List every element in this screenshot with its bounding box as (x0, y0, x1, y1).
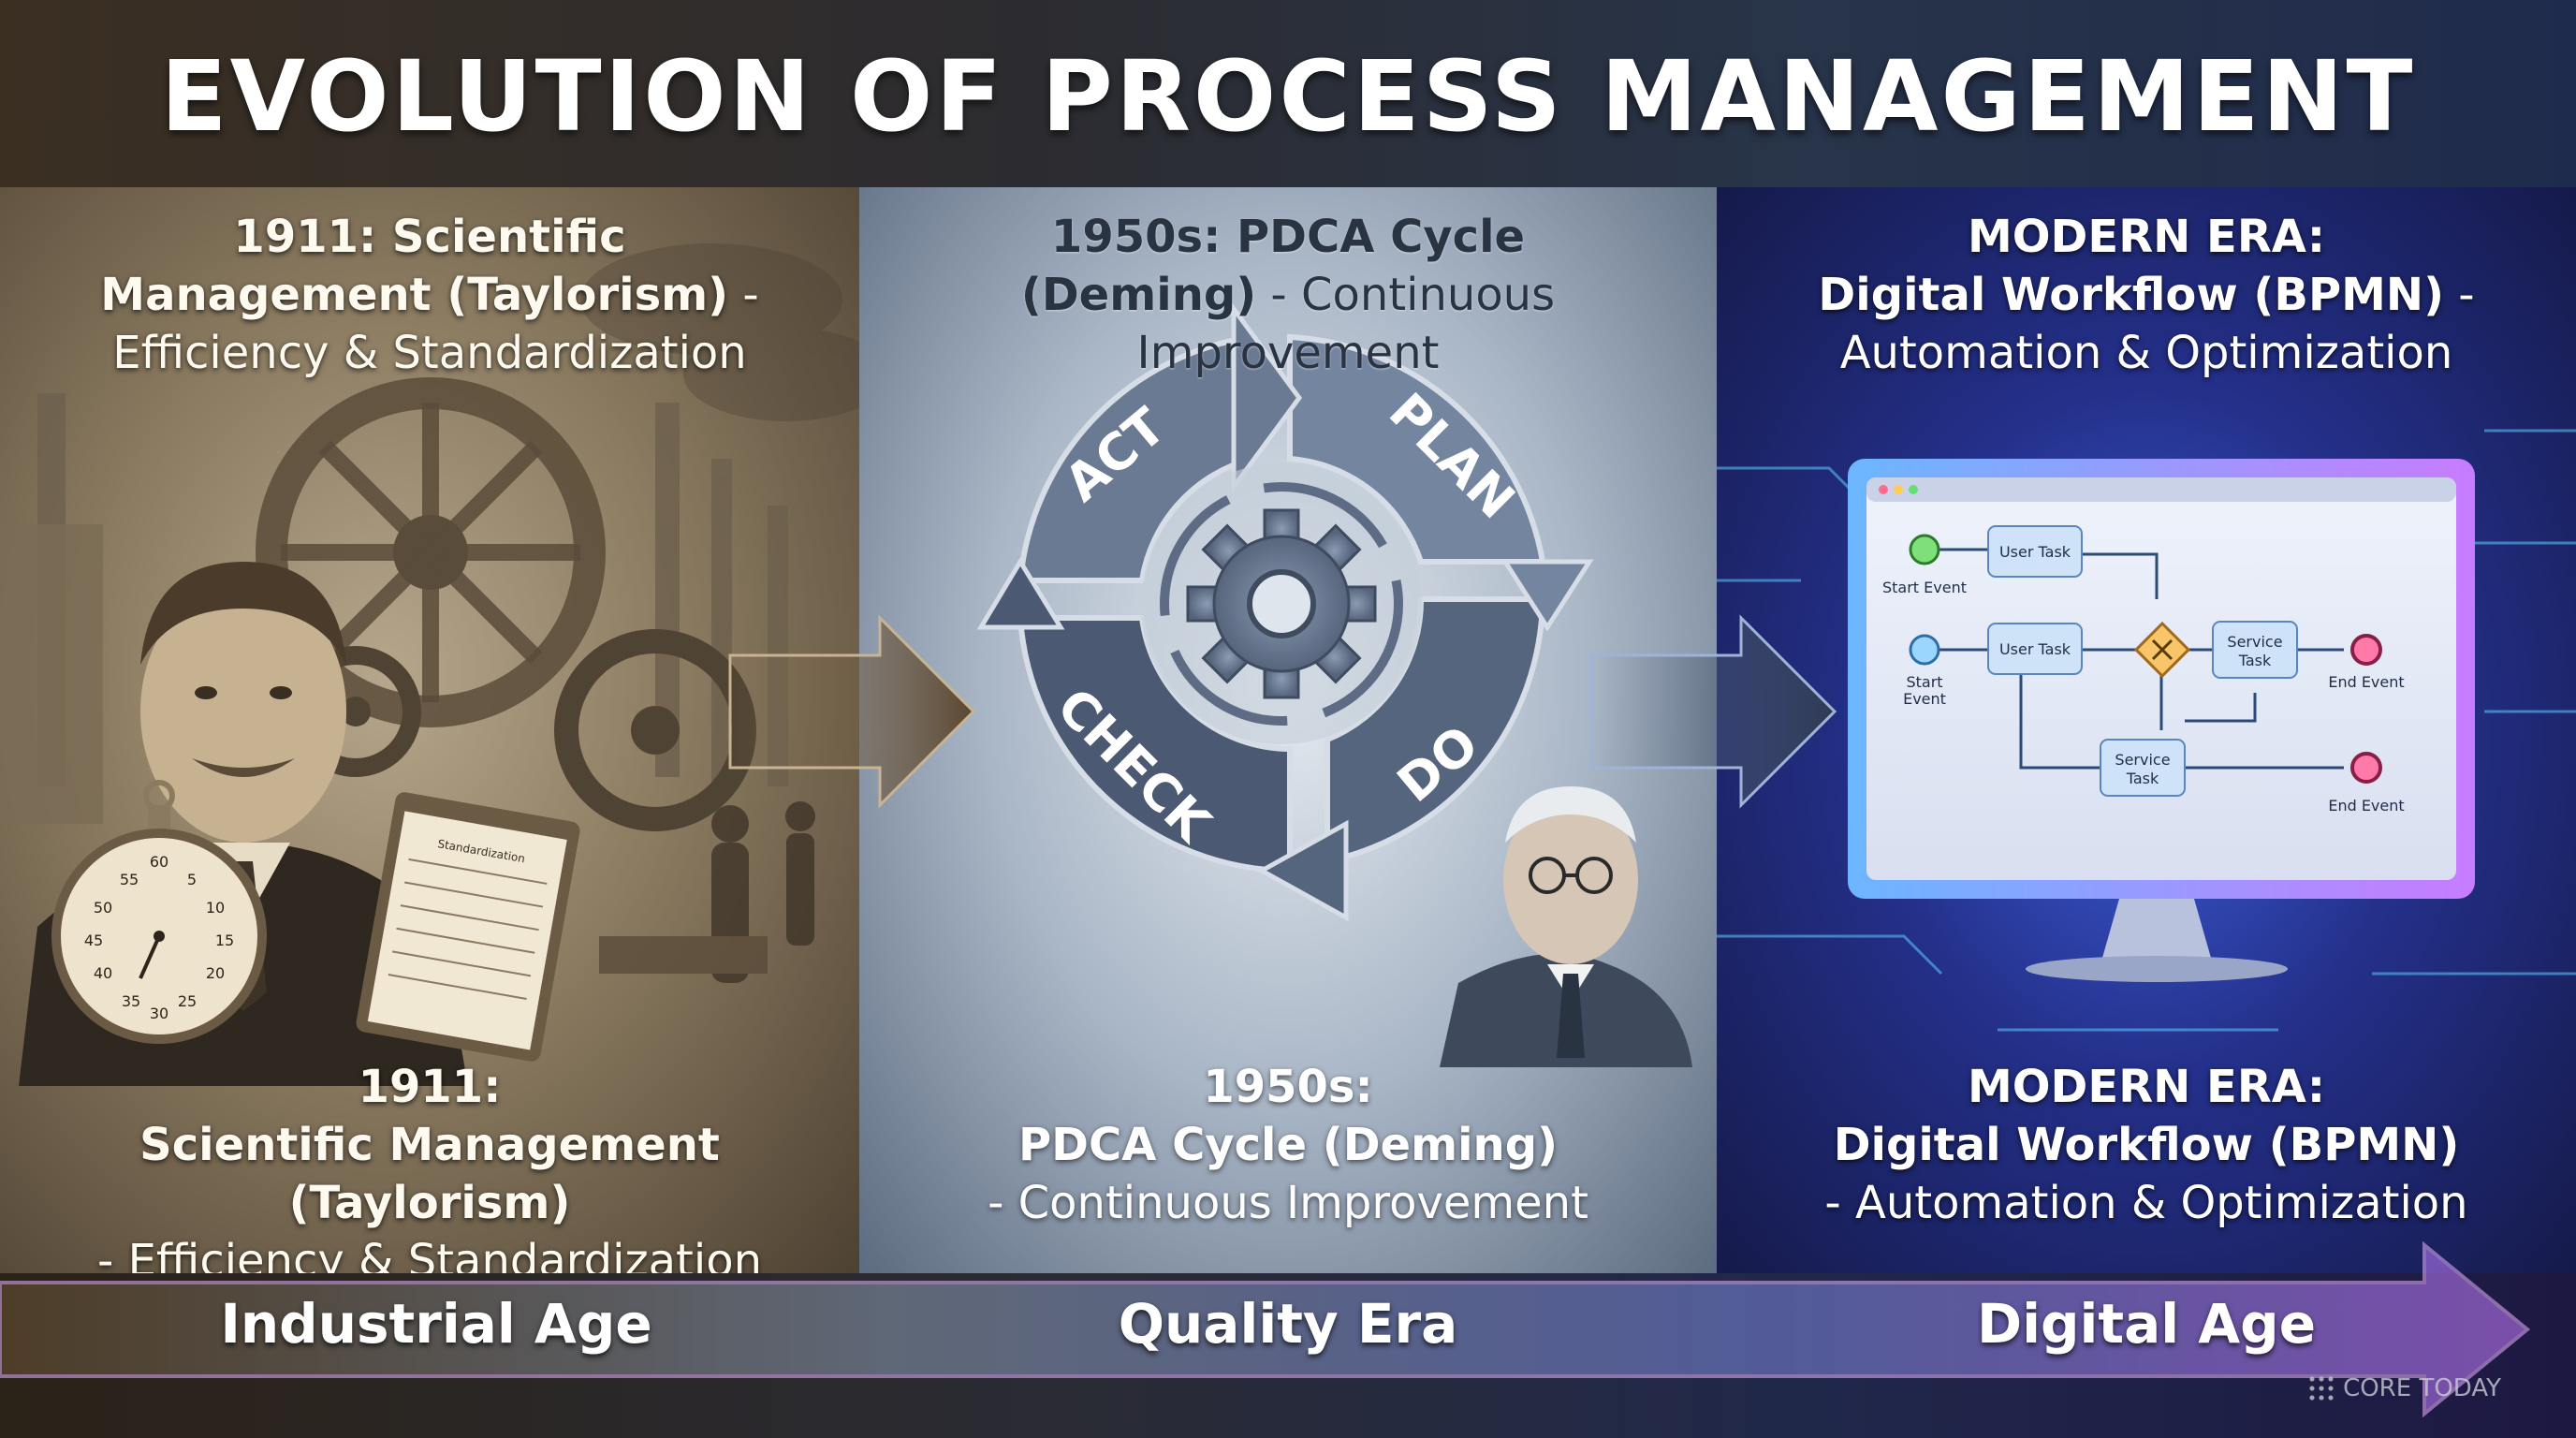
deming-portrait (1440, 786, 1692, 1067)
bpmn-label: Task (2126, 770, 2159, 787)
caption-line: Automation & Optimization (1839, 327, 2453, 379)
plan-segment (1287, 333, 1546, 565)
bpmn-label: Service (2227, 633, 2282, 651)
gear-icon (1186, 508, 1377, 699)
industrial-bottom-caption: 1911: Scientific Management (Taylorism) … (0, 1058, 859, 1273)
stopwatch-number: 35 (122, 992, 140, 1010)
caption-line: 1911: Scientific (233, 211, 626, 263)
caption-line: Management (Taylorism) (100, 269, 729, 321)
bpmn-label: User Task (1999, 543, 2071, 561)
end-event (2350, 752, 2382, 784)
caption-line: MODERN ERA: (1967, 211, 2326, 263)
start-event (1909, 634, 1940, 666)
stopwatch-number: 55 (120, 871, 139, 888)
bpmn-label: End Event (2328, 673, 2404, 691)
user-task (1987, 525, 2083, 578)
logo-icon (2307, 1374, 2336, 1402)
bpmn-label: Event (1903, 690, 1946, 708)
factory-workers (599, 801, 815, 983)
smoke-clouds (580, 243, 859, 421)
arrow-head (1500, 559, 1594, 632)
caption-line: 1950s: PDCA Cycle (1050, 211, 1526, 263)
digital-top-caption: MODERN ERA: Digital Workflow (BPMN) - Au… (1717, 208, 2576, 382)
panel-digital-age: Start Event User Task Start Event User T… (1717, 187, 2576, 1273)
caption-line: - (728, 269, 759, 321)
pdca-illustration: ACT PLAN CHECK DO (976, 301, 1692, 1067)
bpmn-label: End Event (2328, 797, 2404, 814)
era-label-digital: Digital Age (1976, 1292, 2317, 1356)
monitor-stand (2100, 899, 2213, 964)
caption-line: Scientific Management (Taylorism) (139, 1119, 720, 1229)
stopwatch-icon: 60 55 5 50 10 45 15 40 20 35 25 30 (51, 780, 267, 1044)
caption-line: (Deming) (1020, 269, 1257, 321)
caption-line: - Continuous (1256, 269, 1556, 321)
industrial-top-caption: 1911: Scientific Management (Taylorism) … (0, 208, 859, 382)
panel-quality-era: ACT PLAN CHECK DO 1950s: PDCA Cycle (Dem… (859, 187, 1717, 1273)
era-label-quality: Quality Era (1118, 1292, 1458, 1356)
stopwatch-number: 15 (215, 932, 234, 949)
factory-smokestacks (37, 393, 788, 796)
exclusive-gateway (2133, 621, 2191, 679)
stopwatch-number: 50 (94, 899, 112, 917)
act-segment (1017, 333, 1255, 583)
service-task (2212, 621, 2298, 679)
factory-building (0, 524, 103, 824)
stopwatch-number: 10 (206, 899, 225, 917)
check-segment (1017, 615, 1293, 874)
stopwatch-number: 30 (150, 1005, 168, 1022)
bpmn-label: User Task (1999, 640, 2071, 658)
bpmn-diagram: Start Event User Task Start Event User T… (1882, 525, 2405, 814)
arrow-head (1231, 301, 1303, 494)
digital-bottom-caption: MODERN ERA: Digital Workflow (BPMN) - Au… (1717, 1058, 2576, 1232)
stopwatch-number: 45 (84, 932, 103, 949)
quality-top-caption: 1950s: PDCA Cycle (Deming) - Continuous … (859, 208, 1717, 382)
bpmn-label: Start Event (1882, 579, 1967, 596)
bpmn-label: Service (2115, 751, 2170, 769)
service-task (2100, 739, 2186, 797)
page-title: EVOLUTION OF PROCESS MANAGEMENT (160, 39, 2416, 154)
user-task (1987, 623, 2083, 675)
gear-icon (256, 377, 606, 727)
watermark-text: CORE TODAY (2343, 1374, 2501, 1402)
bpmn-illustration: Start Event User Task Start Event User T… (1717, 429, 2576, 1032)
caption-line: - (2444, 269, 2475, 321)
arrow-head (976, 557, 1065, 630)
caption-line: - Automation & Optimization (1824, 1177, 2468, 1229)
header-band: EVOLUTION OF PROCESS MANAGEMENT (0, 0, 2576, 187)
caption-line: 1950s: (1203, 1061, 1373, 1113)
end-event (2350, 634, 2382, 666)
caption-line: MODERN ERA: (1967, 1061, 2326, 1113)
caption-line: PDCA Cycle (Deming) (1017, 1119, 1559, 1171)
caption-line: 1911: (358, 1061, 502, 1113)
caption-line: Improvement (1136, 327, 1440, 379)
caption-line: Digital Workflow (BPMN) (1833, 1119, 2460, 1171)
stopwatch-number: 20 (206, 964, 225, 982)
arrow-head (1256, 819, 1349, 922)
industrial-illustration: 60 55 5 50 10 45 15 40 20 35 25 30 Stand… (0, 243, 859, 1086)
caption-line: - Efficiency & Standardization (97, 1235, 762, 1273)
bpmn-label: Start (1906, 673, 1942, 691)
stopwatch-number: 40 (94, 964, 112, 982)
clipboard-icon: Standardization (356, 792, 580, 1062)
bpmn-label: Task (2238, 652, 2272, 669)
era-label-industrial: Industrial Age (220, 1292, 652, 1356)
quality-bottom-caption: 1950s: PDCA Cycle (Deming) - Continuous … (859, 1058, 1717, 1232)
panel-industrial-age: 60 55 5 50 10 45 15 40 20 35 25 30 Stand… (0, 187, 859, 1273)
watermark: CORE TODAY (2307, 1374, 2501, 1402)
stopwatch-number: 25 (178, 992, 197, 1010)
caption-line: Efficiency & Standardization (112, 327, 747, 379)
caption-line: Digital Workflow (BPMN) (1818, 269, 2445, 321)
stopwatch-number: 5 (187, 871, 197, 888)
caption-line: - Continuous Improvement (988, 1177, 1588, 1229)
stopwatch-number: 60 (150, 853, 168, 871)
start-event (1909, 534, 1940, 565)
pdca-cycle (976, 301, 1594, 922)
